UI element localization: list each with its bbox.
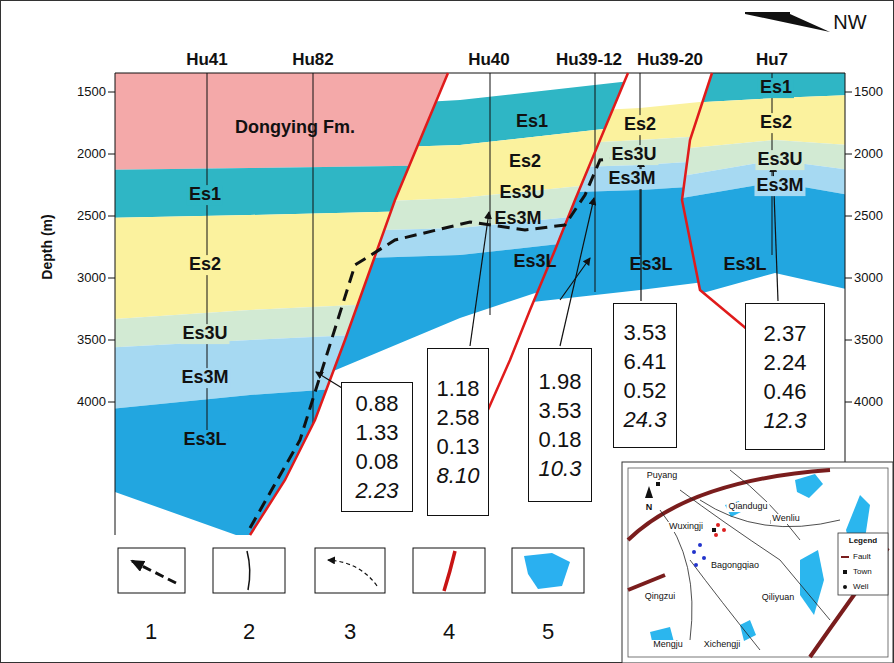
formation-label: Es2 (509, 152, 541, 172)
direction-label: NW (833, 11, 866, 33)
value-text: 0.88 (356, 389, 399, 418)
formation-label: Es3M (179, 368, 230, 388)
formation-label: Es1 (187, 185, 223, 205)
value-text: 6.41 (624, 347, 667, 376)
place-name: Puyang (645, 471, 680, 481)
value-text: 0.13 (437, 432, 480, 461)
place-name: Qiliyuan (760, 593, 797, 603)
depth-tick: 1500 (77, 85, 106, 99)
formation-label: Es3U (180, 324, 229, 344)
value-text: 2.23 (356, 476, 399, 505)
legend-number: 2 (243, 620, 255, 644)
map-legend-title: Legend (849, 537, 877, 546)
formation-label: Es1 (516, 112, 548, 132)
map-legend-text: Fault (853, 553, 871, 562)
formation-label: Es1 (758, 78, 794, 98)
value-text: 10.3 (539, 454, 582, 483)
depth-tick: 3000 (854, 271, 883, 285)
legend-number: 1 (145, 620, 157, 644)
value-text: 2.37 (764, 319, 807, 348)
well-name: Hu39-12 (556, 51, 622, 70)
place-name: Qiandugu (726, 502, 769, 512)
depth-tick: 2500 (77, 209, 106, 223)
formation-label: Es2 (187, 255, 223, 275)
value-text: 2.24 (764, 348, 807, 377)
formation-label: Es3L (629, 255, 672, 275)
axis-title: Depth (m) (40, 214, 55, 279)
value-text: 1.18 (437, 374, 480, 403)
value-text: 24.3 (624, 405, 667, 434)
formation-label: Es2 (622, 115, 658, 135)
formation-label: Es3U (499, 183, 544, 203)
value-text: 0.52 (624, 376, 667, 405)
formation-label: Es3L (181, 430, 228, 450)
depth-tick: 1500 (854, 85, 883, 99)
depth-tick: 3500 (854, 333, 883, 347)
well-name: Hu40 (468, 51, 510, 70)
map-legend-text: Well (853, 583, 868, 592)
value-text: 3.53 (539, 396, 582, 425)
well-name: Hu7 (756, 51, 788, 70)
value-text: 12.3 (764, 406, 807, 435)
value-text: 0.08 (356, 447, 399, 476)
formation-label: Es3U (755, 150, 804, 170)
formation-label: Es2 (758, 113, 794, 133)
value-text: 3.53 (624, 318, 667, 347)
formation-label: Es3M (606, 169, 657, 189)
legend-swatch (524, 553, 570, 589)
value-text: 0.46 (764, 377, 807, 406)
depth-tick: 2000 (77, 147, 106, 161)
place-name: Wenliu (770, 514, 801, 524)
depth-tick: 4000 (77, 395, 106, 409)
value-text: 0.18 (539, 425, 582, 454)
place-name: Qingzui (643, 592, 678, 602)
well-name: Hu39-20 (637, 51, 703, 70)
map-legend-text: Town (853, 568, 872, 577)
legend-number: 4 (443, 620, 455, 644)
value-box: 2.372.240.4612.3 (745, 303, 825, 450)
place-name: Mengju (651, 640, 685, 650)
depth-tick: 2500 (854, 209, 883, 223)
value-text: 1.98 (539, 367, 582, 396)
value-box: 0.881.330.082.23 (341, 382, 413, 512)
formation-label: Es3M (754, 176, 805, 196)
value-box: 3.536.410.5224.3 (613, 303, 677, 448)
legend-number: 3 (344, 620, 356, 644)
formation-label: Es3U (609, 145, 658, 165)
value-text: 8.10 (437, 461, 480, 490)
value-text: 2.58 (437, 403, 480, 432)
formation-label: Es3L (723, 255, 766, 275)
depth-tick: 3000 (77, 271, 106, 285)
north-label: N (646, 503, 653, 513)
well-name: Hu82 (292, 51, 334, 70)
value-text: 1.33 (356, 418, 399, 447)
value-box: 1.182.580.138.10 (427, 348, 489, 516)
place-name: Xichengji (702, 640, 743, 650)
formation-label: Es3M (494, 209, 541, 229)
place-name: Wuxingji (667, 522, 705, 532)
well-name: Hu41 (186, 51, 228, 70)
place-name: Bagongqiao (709, 561, 761, 571)
legend-number: 5 (542, 620, 554, 644)
formation-label: Dongying Fm. (235, 118, 355, 138)
value-box: 1.983.530.1810.3 (528, 348, 592, 502)
formation-label: Es3L (513, 252, 556, 272)
depth-tick: 4000 (854, 395, 883, 409)
depth-tick: 2000 (854, 147, 883, 161)
depth-tick: 3500 (77, 333, 106, 347)
